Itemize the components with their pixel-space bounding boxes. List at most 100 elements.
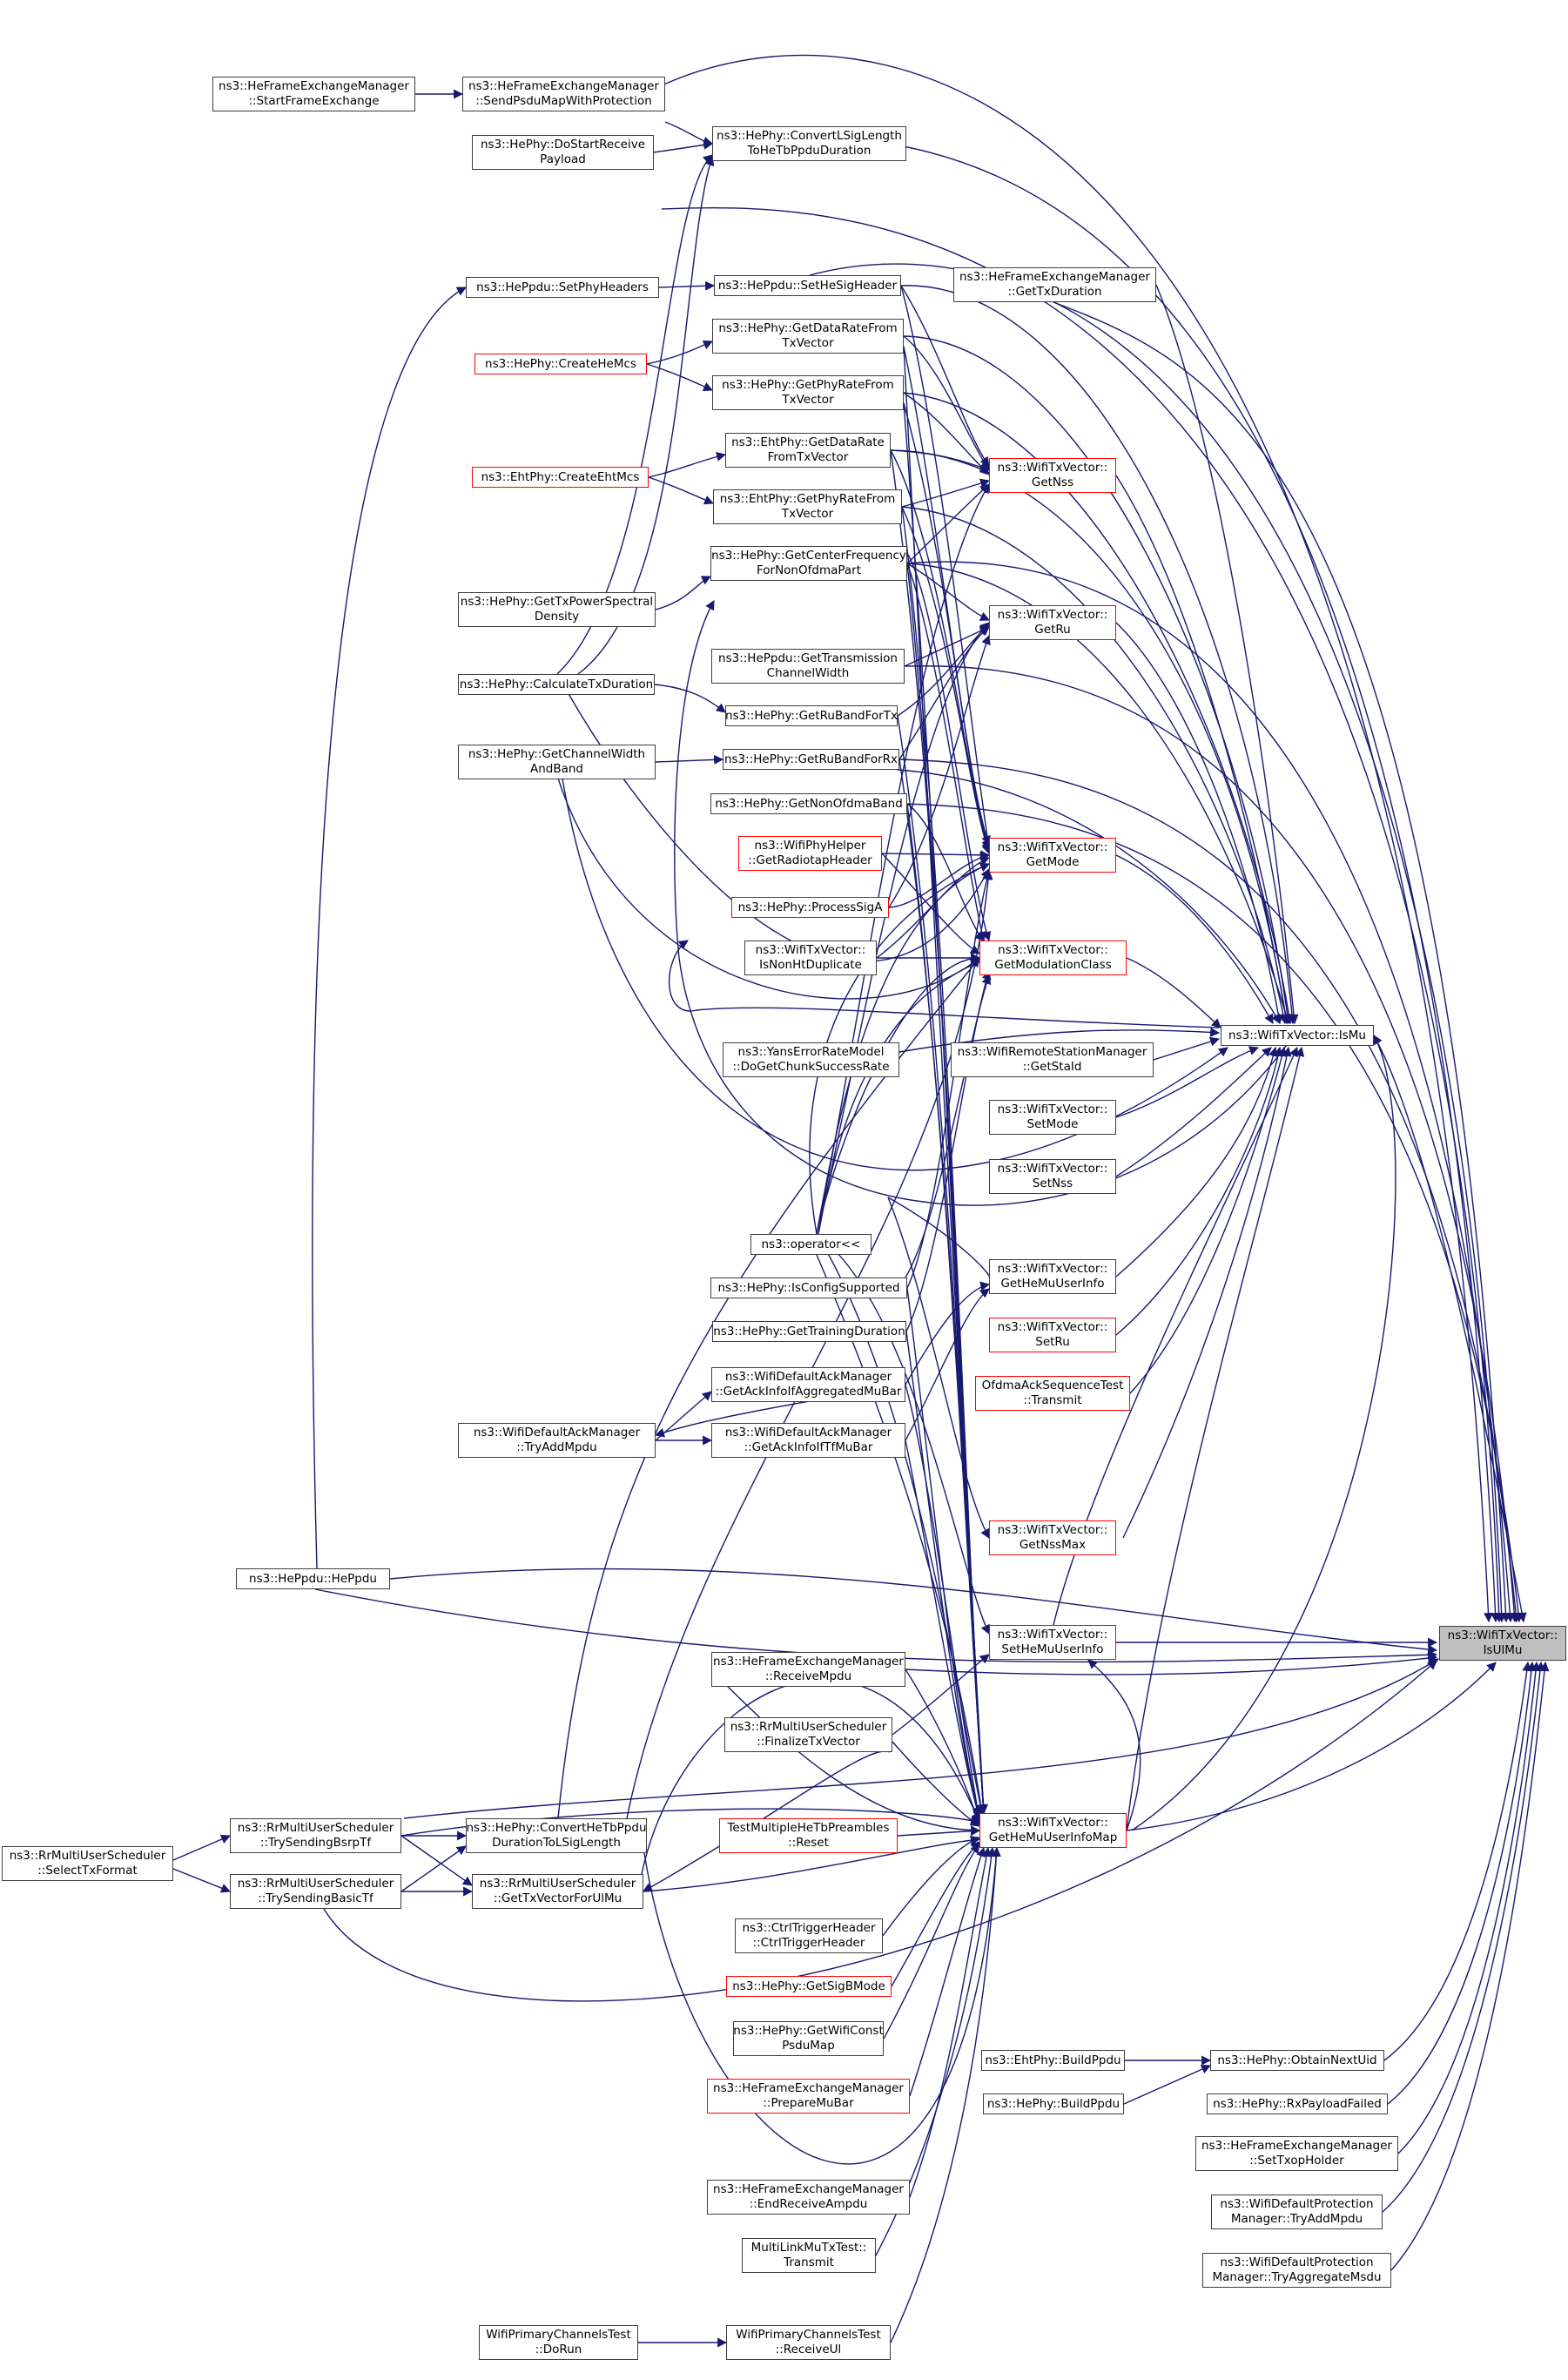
- node-yanserrorratemodel-dogetchunksuccessrate[interactable]: ns3::YansErrorRateModel::DoGetChunkSucce…: [723, 1042, 899, 1077]
- node-heframeexchangemanager-gettxduration[interactable]: ns3::HeFrameExchangeManager::GetTxDurati…: [953, 267, 1156, 302]
- call-edge: [905, 1669, 982, 1826]
- node-hephy-calculatetxduration[interactable]: ns3::HePhy::CalculateTxDuration: [458, 674, 655, 695]
- node-heframeexchangemanager-startframeexchange[interactable]: ns3::HeFrameExchangeManager::StartFrameE…: [212, 77, 415, 111]
- node-heframeexchangemanager-receivempdu[interactable]: ns3::HeFrameExchangeManager::ReceiveMpdu: [711, 1652, 905, 1687]
- call-edge: [1131, 1035, 1396, 1831]
- node-wifiphyhelper-getradiotapheader[interactable]: ns3::WifiPhyHelper::GetRadiotapHeader: [738, 836, 882, 871]
- node-multilinkmutxtest-transmit[interactable]: MultiLinkMuTxTest::Transmit: [742, 2238, 876, 2273]
- node-wifiprimarychannelstest-receiveul[interactable]: WifiPrimaryChannelsTest::ReceiveUl: [726, 2325, 891, 2360]
- node-heppdu-heppdu[interactable]: ns3::HePpdu::HePpdu: [236, 1568, 390, 1589]
- node-hephy-createhemcs[interactable]: ns3::HePhy::CreateHeMcs: [474, 354, 647, 374]
- node-wifidefaultackmanager-getackinfoiftfmubar[interactable]: ns3::WifiDefaultAckManager::GetAckInfoIf…: [711, 1423, 905, 1458]
- call-edge: [1155, 284, 1299, 1025]
- node-wifitxvector-isulmu[interactable]: ns3::WifiTxVector::IsUlMu: [1439, 1626, 1566, 1661]
- call-edge: [905, 665, 1519, 1623]
- node-wifitxvector-ismu[interactable]: ns3::WifiTxVector::IsMu: [1221, 1025, 1374, 1046]
- node-wifidefaultackmanager-tryaddmpdu[interactable]: ns3::WifiDefaultAckManager::TryAddMpdu: [458, 1423, 656, 1458]
- node-testmultiplehetbpreambles-reset[interactable]: TestMultipleHeTbPreambles::Reset: [719, 1818, 898, 1853]
- call-edge: [1397, 1661, 1541, 2154]
- node-heframeexchangemanager-settxopholder[interactable]: ns3::HeFrameExchangeManager::SetTxopHold…: [1195, 2136, 1398, 2171]
- node-hephy-rxpayloadfailed[interactable]: ns3::HePhy::RxPayloadFailed: [1207, 2093, 1388, 2114]
- call-edge: [548, 744, 980, 1000]
- call-edge: [1383, 1661, 1532, 2061]
- node-wifitxvector-setmode[interactable]: ns3::WifiTxVector::SetMode: [989, 1100, 1116, 1135]
- node-hephy-getrubandfortx[interactable]: ns3::HePhy::GetRuBandForTx: [725, 705, 898, 726]
- node-wifitxvector-gethemuuserinfo[interactable]: ns3::WifiTxVector::GetHeMuUserInfo: [989, 1259, 1116, 1294]
- node-rrmultiuserscheduler-finalizetxvector[interactable]: ns3::RrMultiUserScheduler::FinalizeTxVec…: [724, 1717, 892, 1752]
- node-wifitxvector-getru[interactable]: ns3::WifiTxVector::GetRu: [989, 605, 1116, 640]
- node-hephy-getsigbmode[interactable]: ns3::HePhy::GetSigBMode: [726, 1976, 892, 1997]
- edges: [172, 54, 1550, 2348]
- call-edge: [816, 1233, 986, 1815]
- call-edge: [888, 634, 991, 908]
- node-hephy-buildppdu[interactable]: ns3::HePhy::BuildPpdu: [983, 2093, 1124, 2114]
- node-wifitxvector-sethemuuserinfo[interactable]: ns3::WifiTxVector::SetHeMuUserInfo: [989, 1625, 1116, 1660]
- call-edge: [888, 852, 991, 908]
- node-wifitxvector-setru[interactable]: ns3::WifiTxVector::SetRu: [989, 1318, 1116, 1352]
- node-rrmultiuserscheduler-trysendingbasictf[interactable]: ns3::RrMultiUserScheduler::TrySendingBas…: [230, 1874, 401, 1909]
- node-hephy-getnonofdmaband[interactable]: ns3::HePhy::GetNonOfdmaBand: [710, 793, 907, 814]
- node-heframeexchangemanager-sendpsdumapwithprotection[interactable]: ns3::HeFrameExchangeManager::SendPsduMap…: [462, 77, 665, 111]
- node-heppdu-sethesigheader[interactable]: ns3::HePpdu::SetHeSigHeader: [714, 275, 901, 296]
- node-rrmultiuserscheduler-trysendingbsrptf[interactable]: ns3::RrMultiUserScheduler::TrySendingBsr…: [230, 1818, 401, 1853]
- call-edge: [883, 1844, 980, 2040]
- call-edge: [909, 1846, 986, 2097]
- node-ehtphy-createehtmcs[interactable]: ns3::EhtPhy::CreateEhtMcs: [472, 467, 649, 488]
- node-wifitxvector-getmode[interactable]: ns3::WifiTxVector::GetMode: [989, 838, 1116, 873]
- call-edge: [1115, 1047, 1272, 1177]
- node-wifiremotestationmanager-getstaid[interactable]: ns3::WifiRemoteStationManager::GetStaId: [951, 1042, 1154, 1077]
- call-edge: [900, 285, 1297, 1025]
- node-wifitxvector-gethemuuserinfomap[interactable]: ns3::WifiTxVector::GetHeMuUserInfoMap: [979, 1813, 1127, 1848]
- node-heppdu-setphyheaders[interactable]: ns3::HePpdu::SetPhyHeaders: [466, 277, 659, 298]
- node-rrmultiuserscheduler-selecttxformat[interactable]: ns3::RrMultiUserScheduler::SelectTxForma…: [2, 1846, 173, 1881]
- node-heframeexchangemanager-endreceiveampdu[interactable]: ns3::HeFrameExchangeManager::EndReceiveA…: [707, 2180, 910, 2215]
- node-hephy-processsiga[interactable]: ns3::HePhy::ProcessSigA: [731, 897, 889, 918]
- node-rrmultiuserscheduler-gettxvectorforulmu[interactable]: ns3::RrMultiUserScheduler::GetTxVectorFo…: [472, 1874, 643, 1909]
- node-wifitxvector-getmodulationclass[interactable]: ns3::WifiTxVector::GetModulationClass: [979, 941, 1127, 975]
- node-ofdmaacksequencetest-transmit[interactable]: OfdmaAckSequenceTest::Transmit: [975, 1376, 1130, 1411]
- call-edge: [897, 1826, 981, 1837]
- call-edge: [887, 1197, 990, 1539]
- call-edge: [646, 363, 714, 392]
- node-hephy-gettrainingduration[interactable]: ns3::HePhy::GetTrainingDuration: [712, 1321, 906, 1342]
- call-edge: [898, 758, 988, 1815]
- node-hephy-getrubandforrx[interactable]: ns3::HePhy::GetRuBandForRx: [723, 749, 899, 770]
- node-wifitxvector-setnss[interactable]: ns3::WifiTxVector::SetNss: [989, 1159, 1116, 1194]
- node-ctrltriggerheader-ctrltriggerheader[interactable]: ns3::CtrlTriggerHeader::CtrlTriggerHeade…: [735, 1918, 883, 1953]
- node-wifitxvector-getnssmax[interactable]: ns3::WifiTxVector::GetNssMax: [989, 1520, 1116, 1555]
- call-edge: [1382, 1661, 1545, 2213]
- node-wifiprimarychannelstest-dorun[interactable]: WifiPrimaryChannelsTest::DoRun: [479, 2325, 638, 2360]
- call-edge: [1390, 1661, 1550, 2271]
- call-edge: [1123, 2064, 1212, 2105]
- call-edge: [903, 392, 990, 475]
- call-edge: [1115, 854, 1274, 1024]
- node-ns3-operator-stream[interactable]: ns3::operator<<: [750, 1234, 871, 1255]
- node-wifidefaultackmanager-getackinfoifaggregatedmubar[interactable]: ns3::WifiDefaultAckManager::GetAckInfoIf…: [711, 1367, 905, 1402]
- node-ehtphy-buildppdu[interactable]: ns3::EhtPhy::BuildPpdu: [981, 2050, 1125, 2071]
- node-wifitxvector-getnss[interactable]: ns3::WifiTxVector::GetNss: [989, 458, 1116, 493]
- node-hephy-isconfigsupported[interactable]: ns3::HePhy::IsConfigSupported: [710, 1278, 907, 1298]
- call-edge: [400, 1845, 467, 1892]
- call-edge: [1053, 1046, 1298, 1626]
- call-edge: [881, 850, 991, 860]
- node-heframeexchangemanager-preparemubar[interactable]: ns3::HeFrameExchangeManager::PrepareMuBa…: [707, 2079, 910, 2114]
- call-edge: [809, 263, 1507, 1623]
- node-hephy-obtainnextuid[interactable]: ns3::HePhy::ObtainNextUid: [1210, 2050, 1384, 2071]
- node-wifitxvector-isnonhtduplicate[interactable]: ns3::WifiTxVector::IsNonHtDuplicate: [744, 941, 877, 975]
- call-edge: [557, 957, 980, 1819]
- call-edge: [664, 121, 714, 146]
